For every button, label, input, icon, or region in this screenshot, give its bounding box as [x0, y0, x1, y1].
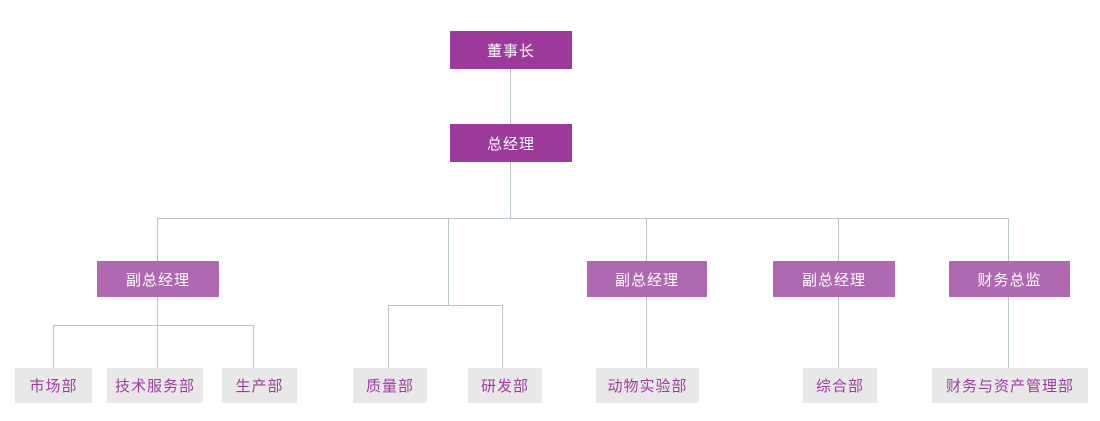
node-deputy-gm-3: 副总经理	[773, 261, 895, 297]
node-dept-technical-service: 技术服务部	[107, 368, 203, 403]
node-dept-production: 生产部	[222, 368, 297, 403]
node-chairman: 董事长	[450, 31, 572, 69]
node-dept-marketing: 市场部	[15, 368, 92, 403]
node-general-manager: 总经理	[450, 124, 572, 162]
node-dept-animal-experiment: 动物实验部	[596, 368, 699, 403]
node-dept-finance-asset-management: 财务与资产管理部	[932, 368, 1088, 403]
node-finance-director: 财务总监	[949, 261, 1070, 297]
node-dept-rnd: 研发部	[468, 368, 542, 403]
node-dept-quality: 质量部	[353, 368, 427, 403]
node-deputy-gm-1: 副总经理	[97, 261, 219, 297]
node-dept-general-affairs: 综合部	[803, 368, 877, 403]
node-deputy-gm-2: 副总经理	[587, 261, 707, 297]
